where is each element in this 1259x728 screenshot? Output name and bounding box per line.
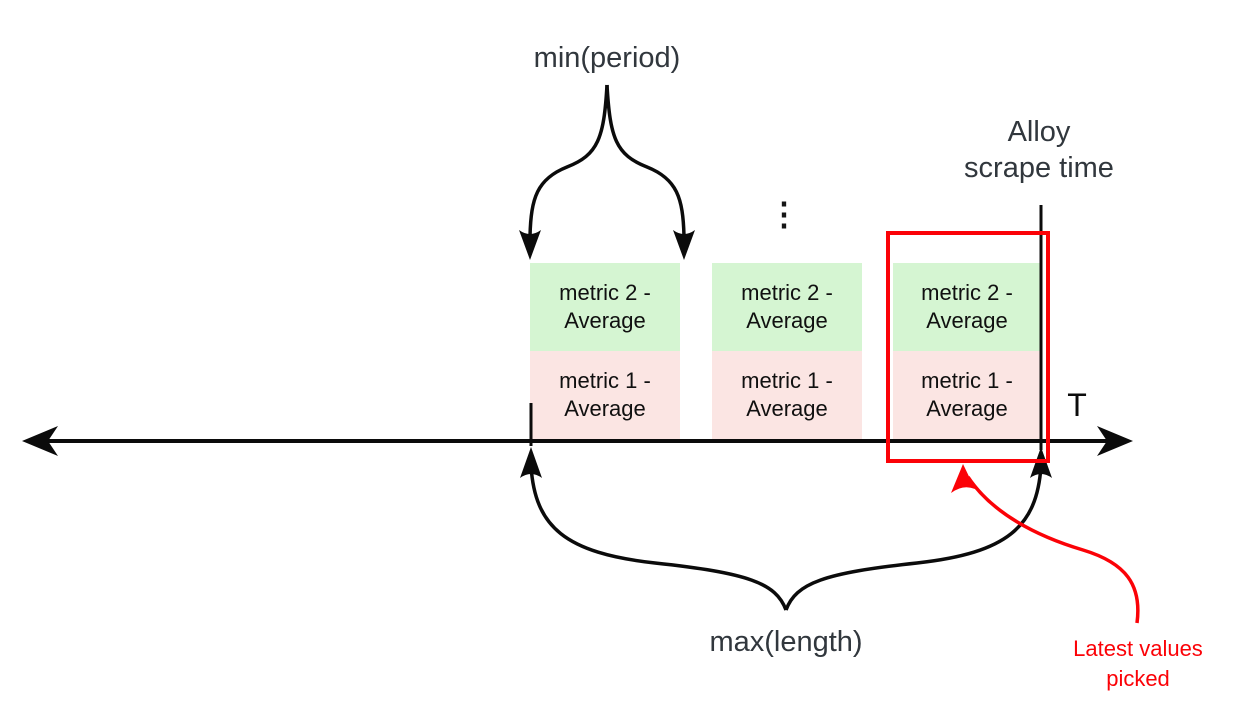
min-period-label: min(period) [533, 42, 681, 74]
period-brace-right-curve [605, 84, 686, 237]
time-axis-label: T [1067, 387, 1087, 423]
period-brace-left-curve [528, 84, 609, 237]
alloy-scrape-time-line1: Alloy [1007, 116, 1071, 148]
block1-metric1-line2: Average [564, 396, 646, 421]
block3-metric2-line2: Average [926, 308, 1008, 333]
latest-values-picked-label: Latest values picked [1048, 634, 1228, 694]
length-brace-left-curve [529, 465, 788, 611]
block1-metric1-rect [530, 351, 680, 439]
block2-metric2-line2: Average [746, 308, 828, 333]
block2-metric2-line1: metric 2 - [741, 280, 833, 305]
latest-values-line2: picked [1106, 666, 1170, 691]
length-brace-right-curve [784, 465, 1043, 611]
block3-metric2-cell: metric 2 - Average [893, 263, 1041, 351]
block3-metric1-line2: Average [926, 396, 1008, 421]
latest-sample-highlight-rect [886, 231, 1050, 463]
block2-metric1-cell: metric 1 - Average [712, 351, 862, 439]
block3-metric1-rect [893, 351, 1041, 439]
block3-metric2-rect [893, 263, 1041, 351]
block2-metric2-rect [712, 263, 862, 351]
block1-metric2-line1: metric 2 - [559, 280, 651, 305]
timeline-right-arrowhead [1097, 426, 1133, 456]
timeline-left-arrowhead [22, 426, 58, 456]
latest-values-line1: Latest values [1073, 636, 1203, 661]
block1-metric2-line2: Average [564, 308, 646, 333]
block1-metric2-cell: metric 2 - Average [530, 263, 680, 351]
latest-values-arrowhead [951, 464, 975, 493]
alloy-scrape-time-line2: scrape time [964, 152, 1114, 184]
block3-metric2-line1: metric 2 - [921, 280, 1013, 305]
block2-metric1-line2: Average [746, 396, 828, 421]
period-brace-right-arrowhead [673, 230, 695, 260]
length-brace-left-arrowhead [520, 447, 542, 478]
alloy-scrape-time-label: Alloy scrape time [929, 114, 1149, 186]
more-samples-ellipsis-icon: ⋮ [768, 196, 800, 232]
block1-metric1-line1: metric 1 - [559, 368, 651, 393]
block2-metric2-cell: metric 2 - Average [712, 263, 862, 351]
block3-metric1-cell: metric 1 - Average [893, 351, 1041, 439]
block2-metric1-rect [712, 351, 862, 439]
block3-metric1-line1: metric 1 - [921, 368, 1013, 393]
latest-values-arrow-curve [966, 476, 1140, 624]
period-brace-left-arrowhead [519, 230, 541, 260]
block1-metric1-cell: metric 1 - Average [530, 351, 680, 439]
block1-metric2-rect [530, 263, 680, 351]
block2-metric1-line1: metric 1 - [741, 368, 833, 393]
max-length-label: max(length) [709, 626, 863, 658]
